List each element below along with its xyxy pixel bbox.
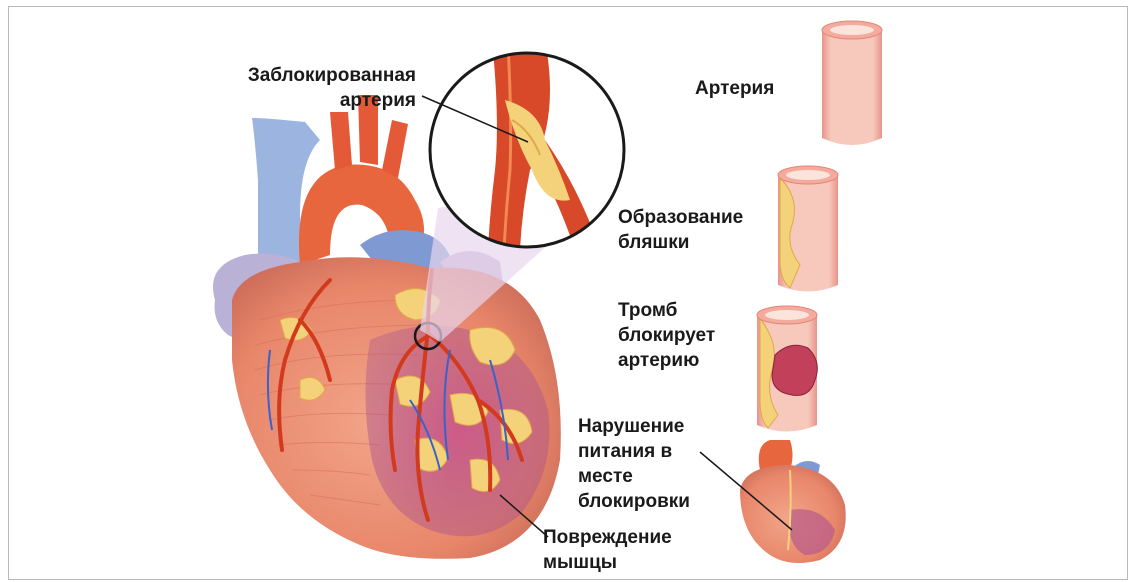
zoomed-artery [430, 40, 624, 250]
label-muscle-damage: Повреждение мышцы [543, 525, 672, 575]
label-blocked-artery: Заблокированная артерия [180, 63, 416, 113]
label-plaque-formation: Образование бляшки [618, 205, 743, 255]
blood-clot [772, 345, 817, 395]
label-clot-blocks: Тромб блокирует артерию [618, 298, 715, 373]
label-nutrition-disruption: Нарушение питания в месте блокировки [578, 414, 690, 514]
clot-artery [757, 306, 817, 432]
small-heart [740, 440, 846, 563]
plaque-formation-artery [778, 166, 838, 292]
healthy-artery [822, 21, 882, 145]
label-artery: Артерия [695, 76, 774, 101]
